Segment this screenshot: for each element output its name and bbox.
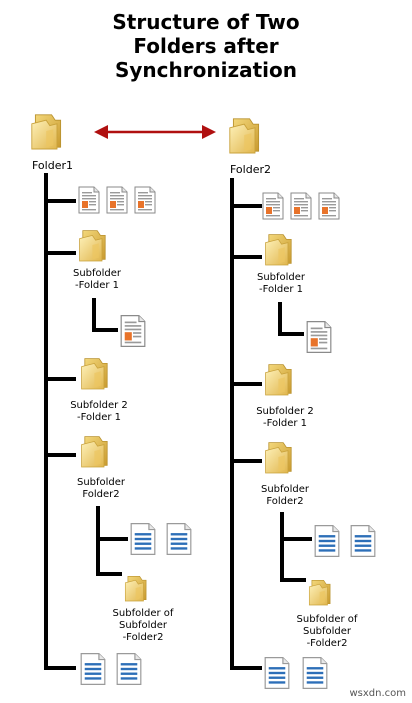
folder1-bottom-file-1-icon xyxy=(80,652,106,686)
folder2-main-trunk xyxy=(230,178,234,670)
sync-arrow-icon xyxy=(94,125,216,139)
folder2-root-label: Folder2 xyxy=(230,163,271,176)
folder2-branch-sub3 xyxy=(230,459,262,463)
folder2-subfolder4-label-line1: Subfolder of xyxy=(296,614,358,625)
folder2-branch-sub2 xyxy=(230,382,262,386)
folder1-subfolder3-icon xyxy=(80,432,112,470)
folder1-file-2-icon xyxy=(106,186,128,214)
folder1-branch-sub2 xyxy=(44,377,76,381)
folder1-subfolder1-label-line2: -Folder 1 xyxy=(74,280,120,291)
folder1-subfolder4-label-line1: Subfolder of xyxy=(112,608,174,619)
title-line-3: Synchronization xyxy=(114,58,297,82)
folder2-sub3-file-2-icon xyxy=(350,524,376,558)
folder1-file-3-icon xyxy=(134,186,156,214)
folder1-main-trunk xyxy=(44,173,48,670)
folder1-sub3-trunk xyxy=(96,506,100,576)
folder1-branch-sub3 xyxy=(44,453,76,457)
folder2-branch-sub1 xyxy=(230,255,262,259)
folder2-sub3-trunk xyxy=(280,512,284,582)
folder1-sub3-branch-files xyxy=(96,537,128,541)
folder1-subfolder4-label-line3: -Folder2 xyxy=(122,632,164,643)
folder1-sub1-file-icon xyxy=(120,314,146,348)
folder1-branch-files xyxy=(44,199,76,203)
folder1-sub1-branch xyxy=(92,328,118,332)
folder2-bottom-file-1-icon xyxy=(264,656,290,690)
folder2-file-1-icon xyxy=(262,192,284,220)
folder1-subfolder3-label-line2: Folder2 xyxy=(82,489,120,500)
folder1-root-label: Folder1 xyxy=(32,159,73,172)
folder1-sub3-branch-sub xyxy=(96,572,122,576)
folder1-subfolder4-label: Subfolder of Subfolder -Folder2 xyxy=(108,608,178,644)
folder2-branch-bottom-files xyxy=(230,666,262,670)
folder1-subfolder2-icon xyxy=(80,354,112,392)
folder2-sub3-branch-sub xyxy=(280,578,306,582)
folder2-subfolder3-label: Subfolder Folder2 xyxy=(250,484,320,508)
folder2-subfolder4-label: Subfolder of Subfolder -Folder2 xyxy=(292,614,362,650)
diagram-title: Structure of Two Folders after Synchroni… xyxy=(0,10,412,82)
title-line-1: Structure of Two xyxy=(112,10,300,34)
folder1-sub1-trunk xyxy=(92,298,96,332)
folder2-sub3-file-1-icon xyxy=(314,524,340,558)
folder1-subfolder3-label: Subfolder Folder2 xyxy=(66,477,136,501)
folder2-subfolder4-icon xyxy=(308,576,334,608)
watermark: wsxdn.com xyxy=(349,688,406,699)
folder1-subfolder3-label-line1: Subfolder xyxy=(76,477,126,488)
folder1-subfolder2-label: Subfolder 2 -Folder 1 xyxy=(62,400,136,424)
folder2-subfolder2-icon xyxy=(264,360,296,398)
folder1-subfolder1-icon xyxy=(78,226,110,264)
folder2-subfolder1-label-line1: Subfolder xyxy=(256,272,306,283)
folder1-subfolder2-label-line1: Subfolder 2 xyxy=(70,400,128,411)
folder2-branch-files xyxy=(230,204,262,208)
folder2-subfolder2-label-line2: -Folder 1 xyxy=(262,418,308,429)
folder2-subfolder3-label-line2: Folder2 xyxy=(266,496,304,507)
folder2-sub1-branch xyxy=(278,332,304,336)
folder2-root-folder-icon xyxy=(228,114,264,156)
folder2-sub1-trunk xyxy=(278,302,282,336)
folder1-subfolder1-label: Subfolder -Folder 1 xyxy=(62,268,132,292)
folder2-subfolder1-label-line2: -Folder 1 xyxy=(258,284,304,295)
folder1-branch-sub1 xyxy=(44,251,76,255)
folder2-sub1-file-icon xyxy=(306,320,332,354)
folder1-bottom-file-2-icon xyxy=(116,652,142,686)
folder2-subfolder2-label-line1: Subfolder 2 xyxy=(256,406,314,417)
folder1-file-1-icon xyxy=(78,186,100,214)
folder2-bottom-file-2-icon xyxy=(302,656,328,690)
folder2-subfolder4-label-line2: Subfolder xyxy=(302,626,352,637)
folder1-subfolder2-label-line2: -Folder 1 xyxy=(76,412,122,423)
folder2-file-2-icon xyxy=(290,192,312,220)
title-line-2: Folders after xyxy=(133,34,279,58)
folder2-subfolder3-icon xyxy=(264,438,296,476)
folder1-subfolder4-icon xyxy=(124,572,150,604)
folder1-sub3-file-1-icon xyxy=(130,522,156,556)
folder2-subfolder3-label-line1: Subfolder xyxy=(260,484,310,495)
folder1-subfolder1-label-line1: Subfolder xyxy=(72,268,122,279)
folder1-branch-bottom-files xyxy=(44,666,76,670)
folder2-sub3-branch-files xyxy=(280,537,312,541)
folder2-subfolder4-label-line3: -Folder2 xyxy=(306,638,348,649)
folder2-subfolder2-label: Subfolder 2 -Folder 1 xyxy=(248,406,322,430)
folder2-subfolder1-icon xyxy=(264,230,296,268)
folder1-subfolder4-label-line2: Subfolder xyxy=(118,620,168,631)
folder1-root-folder-icon xyxy=(30,110,66,152)
folder2-file-3-icon xyxy=(318,192,340,220)
folder1-sub3-file-2-icon xyxy=(166,522,192,556)
folder2-subfolder1-label: Subfolder -Folder 1 xyxy=(246,272,316,296)
